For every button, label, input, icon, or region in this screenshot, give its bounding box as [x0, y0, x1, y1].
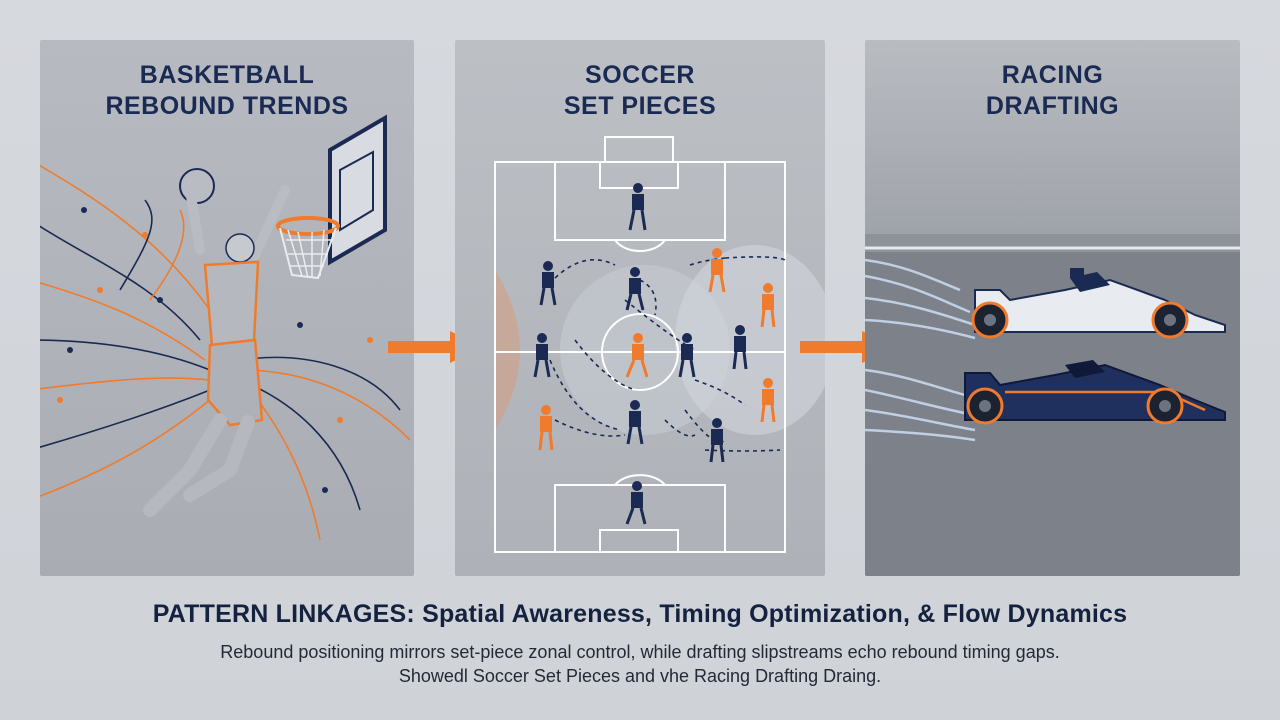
player-navy	[533, 333, 551, 378]
player-navy	[709, 418, 725, 463]
racing-panel-title: RACING DRAFTING	[985, 61, 1120, 120]
footer-caption-line-1: Rebound positioning mirrors set-piece zo…	[220, 642, 1060, 662]
basketball-illustration	[40, 114, 411, 541]
player-navy	[625, 481, 647, 525]
backboard	[328, 114, 387, 266]
player-orange	[538, 405, 554, 451]
player-orange	[625, 333, 649, 378]
soccer-field	[494, 136, 825, 553]
soccer-panel: SOCCER SET PIECES	[455, 40, 825, 576]
soccer-players	[533, 183, 776, 525]
racing-panel: RACING DRAFTING	[865, 40, 1240, 576]
white-race-car	[971, 268, 1226, 339]
player-navy	[626, 400, 644, 445]
player-navy	[539, 261, 557, 306]
player-navy	[625, 267, 645, 311]
player-navy	[732, 325, 748, 370]
player-orange	[760, 283, 776, 328]
basketball-player	[143, 168, 290, 517]
racing-illustration	[865, 234, 1240, 576]
player-navy	[678, 333, 696, 378]
basketball-hoop	[276, 216, 340, 280]
trajectory-dots	[57, 207, 373, 493]
player-orange	[760, 378, 776, 423]
footer-title: PATTERN LINKAGES: Spatial Awareness, Tim…	[152, 600, 1128, 628]
player-navy	[628, 183, 647, 231]
footer-caption-line-2: Showedl Soccer Set Pieces and vhe Racing…	[398, 666, 882, 686]
passing-arrows	[549, 256, 786, 452]
player-orange	[708, 248, 726, 293]
navy-race-car	[964, 360, 1226, 425]
basketball-panel: BASKETBALL REBOUND TRENDS	[40, 40, 414, 576]
basketball-panel-title: BASKETBALL REBOUND TRENDS	[105, 61, 349, 120]
soccer-panel-title: SOCCER SET PIECES	[563, 61, 717, 120]
